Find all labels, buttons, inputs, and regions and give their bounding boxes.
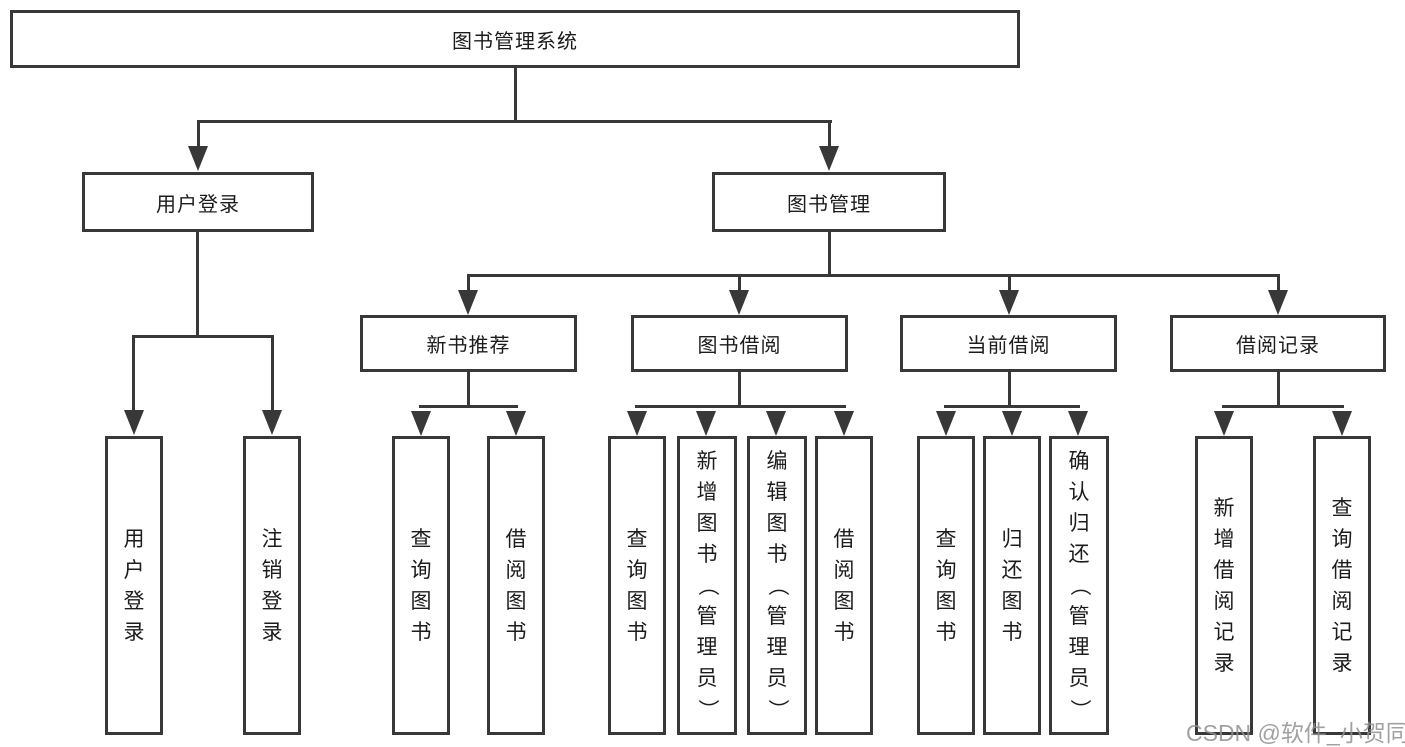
arrowhead-down [458, 290, 478, 315]
connector-stem [1008, 372, 1011, 406]
leaf-query-books-borrowing: 查询图书 [608, 436, 666, 735]
leaf-borrow-books-recommend-label: 借阅图书 [505, 527, 527, 644]
leaf-query-books-current: 查询图书 [917, 436, 975, 735]
node-book-borrowing-label: 图书借阅 [697, 335, 782, 357]
connector-bar [635, 405, 846, 408]
connector-root-stem [514, 68, 517, 120]
arrowhead-down [834, 411, 854, 436]
leaf-add-borrow-record: 新增借阅记录 [1195, 436, 1253, 735]
connector-drop [828, 120, 831, 148]
connector-drop [132, 335, 135, 413]
arrowhead-down [262, 410, 282, 435]
leaf-confirm-return-admin-label: 确认归还（管理员） [1067, 450, 1091, 720]
leaf-query-books-recommend: 查询图书 [392, 436, 450, 735]
arrowhead-down [936, 411, 956, 436]
arrowhead-down [819, 146, 839, 171]
node-borrowing-records-label: 借阅记录 [1236, 335, 1320, 357]
leaf-return-book: 归还图书 [983, 436, 1041, 735]
node-user-login-label: 用户登录 [156, 193, 240, 216]
leaf-user-login-label: 用户登录 [123, 527, 145, 644]
arrowhead-down [1268, 290, 1288, 315]
arrowhead-down [1068, 411, 1088, 436]
leaf-borrow-books-borrowing: 借阅图书 [815, 436, 873, 735]
leaf-query-borrow-record: 查询借阅记录 [1313, 436, 1371, 735]
arrowhead-down [188, 146, 208, 171]
connector-drop [467, 274, 470, 292]
node-root: 图书管理系统 [10, 10, 1020, 68]
leaf-query-books-recommend-label: 查询图书 [410, 527, 432, 644]
connector-user-login-bar [132, 335, 274, 338]
connector-bar [1222, 405, 1344, 408]
node-book-management-label: 图书管理 [787, 193, 871, 216]
arrowhead-down [1214, 411, 1234, 436]
node-book-management: 图书管理 [712, 172, 946, 232]
leaf-logout: 注销登录 [243, 436, 301, 735]
connector-drop [271, 335, 274, 413]
leaf-edit-book-admin-label: 编辑图书（管理员） [765, 450, 789, 720]
node-current-borrowing-label: 当前借阅 [966, 335, 1051, 357]
node-root-label: 图书管理系统 [452, 30, 578, 53]
arrowhead-down [729, 290, 749, 315]
leaf-edit-book-admin: 编辑图书（管理员） [747, 436, 807, 735]
arrowhead-down [411, 411, 431, 436]
connector-user-login-stem [196, 232, 199, 337]
leaf-borrow-books-borrowing-label: 借阅图书 [833, 527, 855, 644]
arrowhead-down [999, 290, 1019, 315]
node-current-borrowing: 当前借阅 [900, 315, 1117, 372]
arrowhead-down [1332, 411, 1352, 436]
leaf-add-borrow-record-label: 新增借阅记录 [1213, 496, 1235, 675]
leaf-confirm-return-admin: 确认归还（管理员） [1049, 436, 1109, 735]
connector-bar [419, 405, 518, 408]
arrowhead-down [506, 411, 526, 436]
connector-drop [1277, 274, 1280, 292]
leaf-return-book-label: 归还图书 [1001, 527, 1023, 644]
node-user-login: 用户登录 [82, 172, 314, 232]
arrowhead-down [696, 411, 716, 436]
connector-stem [1277, 372, 1280, 406]
watermark: CSDN @软件_小贺同学 [1186, 720, 1405, 746]
connector-stem [738, 372, 741, 406]
arrowhead-down [766, 411, 786, 436]
connector-book-mgmt-bar [467, 274, 1279, 277]
leaf-query-borrow-record-label: 查询借阅记录 [1331, 496, 1353, 675]
arrowhead-down [627, 411, 647, 436]
leaf-add-book-admin: 新增图书（管理员） [677, 436, 737, 735]
connector-drop [738, 274, 741, 292]
connector-drop [1008, 274, 1011, 292]
node-book-borrowing: 图书借阅 [631, 315, 848, 372]
leaf-add-book-admin-label: 新增图书（管理员） [695, 450, 719, 720]
leaf-query-books-borrowing-label: 查询图书 [626, 527, 648, 644]
node-new-book-recommend-label: 新书推荐 [426, 335, 511, 357]
node-borrowing-records: 借阅记录 [1170, 315, 1386, 372]
leaf-query-books-current-label: 查询图书 [935, 527, 957, 644]
arrowhead-down [1002, 411, 1022, 436]
connector-bar [944, 405, 1080, 408]
leaf-borrow-books-recommend: 借阅图书 [487, 436, 545, 735]
node-new-book-recommend: 新书推荐 [360, 315, 577, 372]
connector-book-mgmt-stem [828, 232, 831, 276]
leaf-user-login: 用户登录 [105, 436, 163, 735]
leaf-logout-label: 注销登录 [261, 527, 283, 644]
connector-root-bar [197, 120, 832, 123]
connector-drop [197, 120, 200, 148]
arrowhead-down [124, 410, 144, 435]
connector-stem [467, 372, 470, 406]
